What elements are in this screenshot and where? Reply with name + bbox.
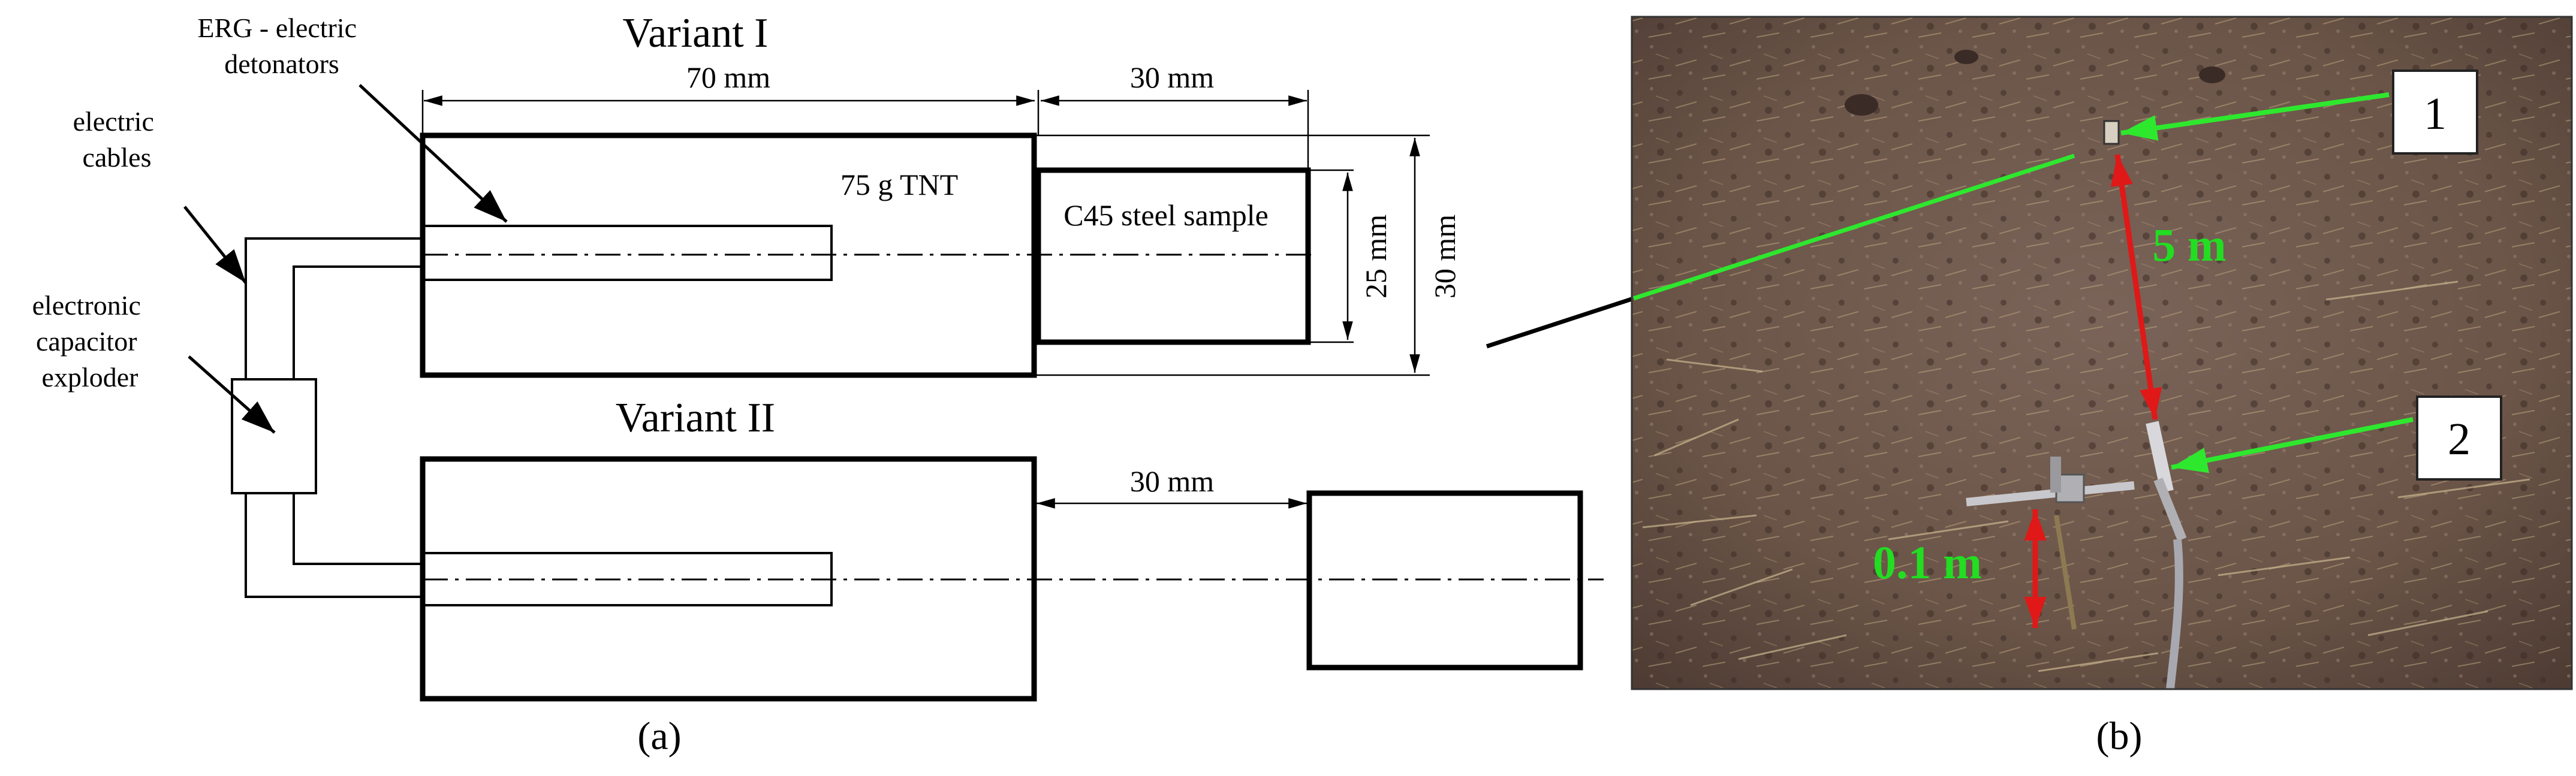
caption-b: (b) [2096, 714, 2143, 758]
steel-sample-label: C45 steel sample [1063, 198, 1269, 232]
marker-2-label: 2 [2448, 414, 2470, 464]
connector-line [1486, 296, 1635, 349]
sensor-2-apparatus [1966, 421, 2187, 689]
exploder-box [231, 378, 317, 494]
marker-1-box [2392, 70, 2478, 155]
dimension-30mm-variant1-label: 30 mm [1130, 61, 1214, 94]
green-arrow-1 [2120, 92, 2390, 141]
variant1-title: Variant I [623, 10, 769, 56]
tnt-charge-label: 75 g TNT [840, 168, 958, 201]
cable-outer-bottom [245, 493, 423, 598]
label-cables: electric cables [73, 106, 161, 173]
dimension-30mm-diameter-label: 30 mm [1428, 215, 1462, 298]
green-arrow-2 [2171, 417, 2414, 473]
red-distance-5m [2110, 154, 2162, 420]
marker-2-box [2416, 395, 2502, 481]
distance-5m-label: 5 m [2152, 219, 2226, 271]
cable-inner-top [293, 265, 423, 379]
photo-annotations: 1 2 5 m 0.1 m [1632, 70, 2502, 628]
green-line-connector [1632, 153, 2075, 301]
label-exploder: electronic capacitor exploder [32, 290, 148, 392]
leader-exploder [188, 355, 276, 434]
label-detonators: ERG - electric detonators [197, 13, 363, 79]
dimension-25mm-label: 25 mm [1359, 215, 1393, 298]
caption-a: (a) [637, 714, 681, 758]
dimension-30mm-variant2-label: 30 mm [1130, 464, 1214, 498]
variant2-title: Variant II [616, 395, 775, 441]
dimension-70mm-label: 70 mm [686, 61, 770, 94]
variant1-detonator [421, 225, 833, 281]
panel-a-schematic [183, 84, 1635, 702]
cable-inner-bottom [293, 493, 423, 565]
sensor-1 [2103, 120, 2120, 145]
panel-b-photo [1632, 17, 2572, 689]
variant1-steel-sample [1035, 167, 1311, 345]
leader-cables [183, 206, 247, 284]
marker-1-label: 1 [2424, 89, 2447, 139]
leader-detonators [358, 84, 508, 223]
distance-0-1m-label: 0.1 m [1873, 536, 1982, 588]
cable-outer-top [245, 237, 423, 379]
